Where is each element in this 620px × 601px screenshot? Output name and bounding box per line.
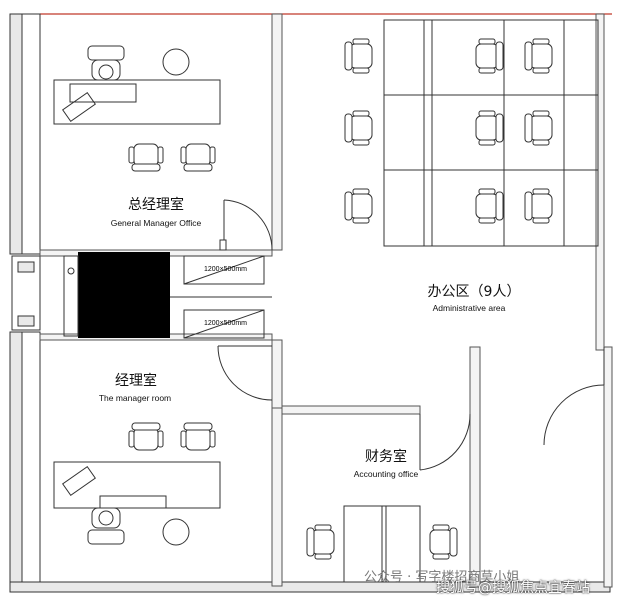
manager-room-name-en: The manager room bbox=[98, 393, 172, 403]
gm-plant bbox=[162, 48, 190, 76]
accounting-chair bbox=[429, 524, 458, 560]
gm-desk bbox=[53, 79, 221, 125]
gm-office-name: 总经理室 bbox=[128, 197, 184, 213]
manager-desk bbox=[53, 461, 221, 509]
gm-boss-chair bbox=[87, 45, 125, 81]
workstation-chair bbox=[524, 110, 553, 146]
accounting-room-name: 财务室 bbox=[365, 449, 407, 465]
accounting-desks bbox=[343, 505, 421, 583]
workstation-chair bbox=[524, 38, 553, 74]
manager-guest-chair bbox=[128, 422, 164, 451]
workstation-chair bbox=[475, 110, 504, 146]
workstation-chair bbox=[344, 110, 373, 146]
workstation-chair bbox=[475, 188, 504, 224]
workstation-chair bbox=[344, 188, 373, 224]
workstation-grid bbox=[383, 19, 599, 247]
admin-area-name-en: Administrative area bbox=[432, 303, 506, 313]
door-general-manager bbox=[219, 199, 273, 251]
manager-guest-chair bbox=[180, 422, 216, 451]
accounting-room-name-en: Accounting office bbox=[353, 469, 419, 479]
watermark-line1: 公众号 · 写字楼招商莫小姐 bbox=[364, 570, 520, 585]
core-side-panel bbox=[63, 255, 79, 337]
door-accounting bbox=[419, 413, 471, 471]
door-manager bbox=[217, 345, 273, 401]
building-core bbox=[78, 252, 170, 338]
gm-lamp-icon bbox=[62, 91, 96, 123]
cabinet-lower bbox=[183, 309, 265, 339]
cabinet-lower-dimension: 1200×500mm bbox=[204, 320, 248, 327]
admin-area-name: 办公区（9人） bbox=[427, 284, 521, 300]
gm-guest-chair bbox=[128, 143, 164, 172]
workstation-chair bbox=[524, 188, 553, 224]
door-entrance bbox=[543, 347, 605, 446]
accounting-chair bbox=[306, 524, 335, 560]
cabinet-upper-dimension: 1200×500mm bbox=[204, 266, 248, 273]
cabinet-upper bbox=[183, 255, 265, 285]
watermark-line2: 搜狐号@搜狐焦点宜春站 bbox=[436, 580, 590, 596]
workstation-chair bbox=[475, 38, 504, 74]
left-exterior-wall bbox=[9, 13, 41, 583]
manager-plant bbox=[162, 518, 190, 546]
gm-office-name-en: General Manager Office bbox=[110, 218, 202, 228]
workstation-chair bbox=[344, 38, 373, 74]
manager-room-name: 经理室 bbox=[115, 373, 157, 389]
manager-lamp-icon bbox=[62, 465, 96, 497]
manager-boss-chair bbox=[87, 507, 125, 545]
gm-guest-chair bbox=[180, 143, 216, 172]
